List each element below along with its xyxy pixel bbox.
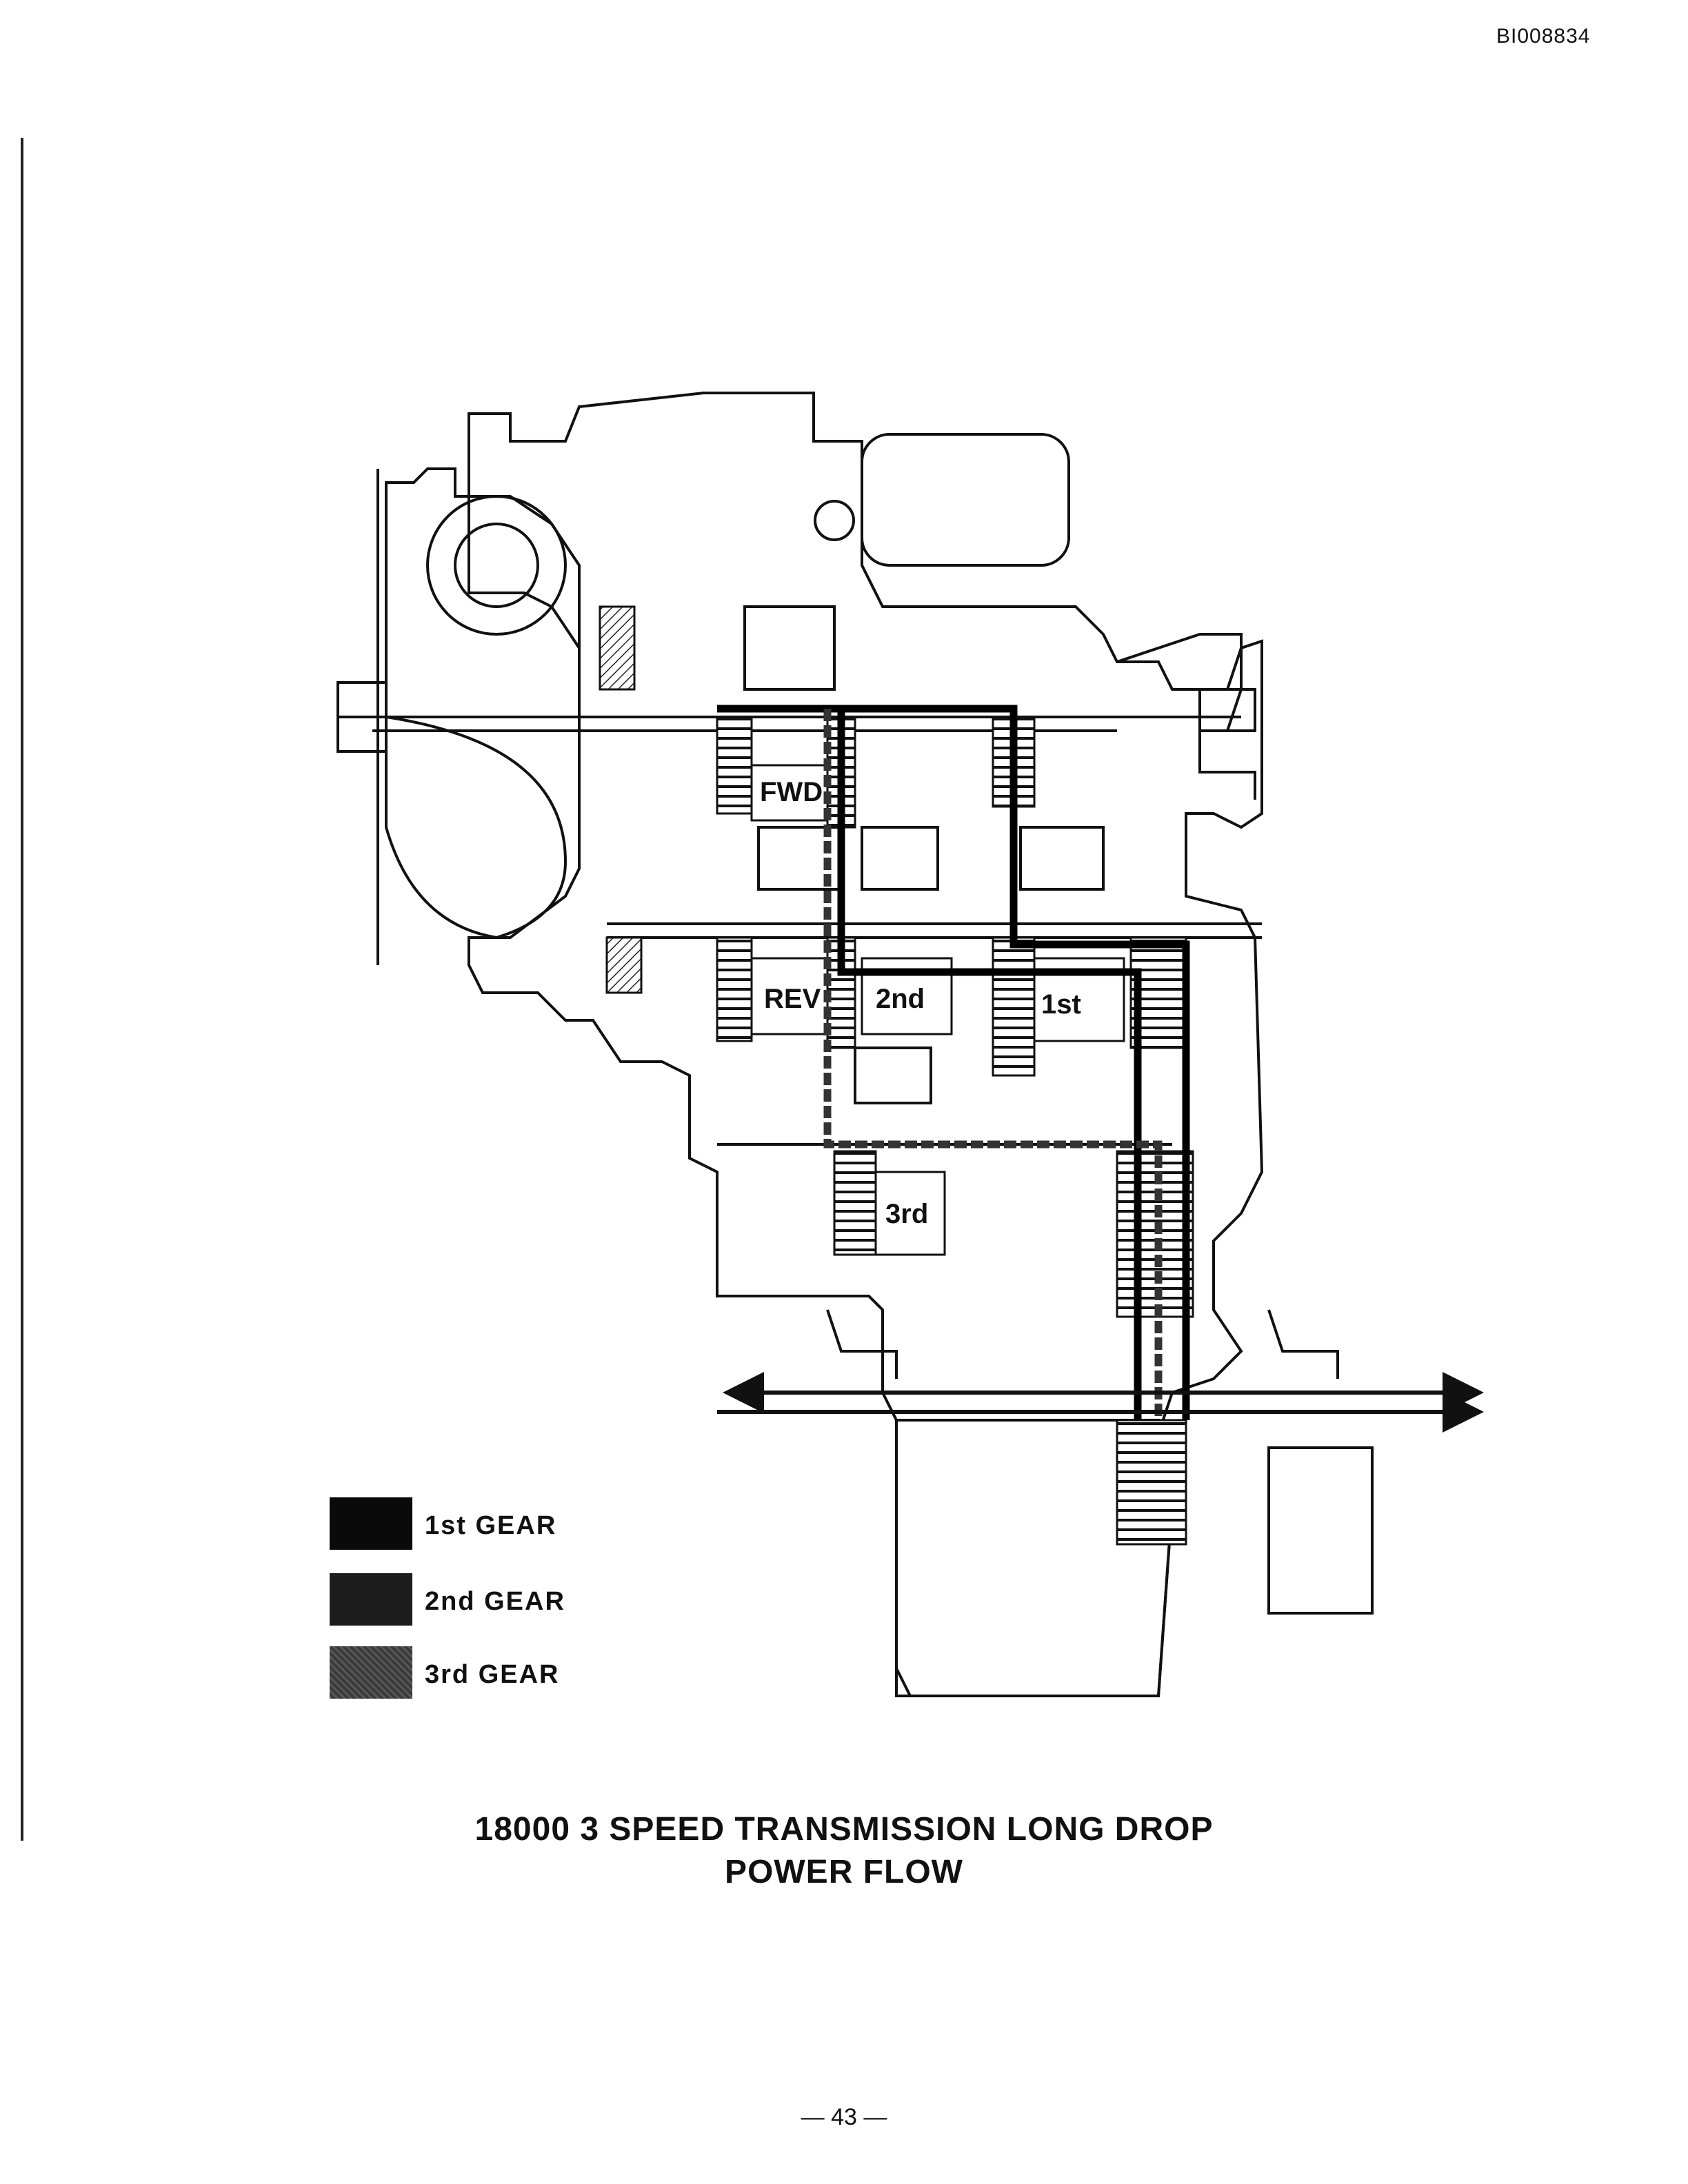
second-label: 2nd (876, 984, 925, 1014)
legend-swatch (330, 1573, 412, 1626)
third-gear-power-flow (823, 709, 1163, 1420)
rev-label: REV (764, 984, 821, 1014)
filter-canister (861, 433, 1070, 567)
third-gear-teeth (833, 1150, 877, 1256)
third-label: 3rd (885, 1199, 928, 1229)
legend-swatch (330, 1646, 412, 1699)
document-id: BI008834 (1496, 25, 1591, 48)
torque-converter-stator (426, 495, 567, 636)
output-cover (1267, 1446, 1374, 1615)
third-gear-box (874, 1171, 946, 1256)
drop-gear-teeth (1116, 1419, 1187, 1546)
figure-caption-line-2: POWER FLOW (725, 1854, 963, 1890)
margin-rule (21, 138, 23, 1841)
first-gear-teeth (992, 936, 1036, 1077)
torque-converter-housing (385, 467, 581, 939)
housing-outline (468, 392, 1264, 1697)
second-gear-power-flow (837, 709, 1142, 1420)
rev-gear-teeth (716, 936, 753, 1042)
legend-label: 1st GEAR (425, 1511, 557, 1540)
first-gear-power-flow (717, 705, 1190, 1420)
fwd-clutch-pack (743, 605, 836, 691)
first-label: 1st (1041, 989, 1081, 1020)
legend-label: 3rd GEAR (425, 1660, 560, 1689)
fwd-gear-teeth (716, 716, 753, 815)
legend-item-first-gear: 1st GEAR (330, 1497, 674, 1553)
page-number: — 43 — (801, 2104, 887, 2130)
legend-item-third-gear: 3rd GEAR (330, 1646, 674, 1701)
legend-swatch (330, 1497, 412, 1550)
fwd-label: FWD (760, 777, 823, 807)
figure-caption-line-1: 18000 3 SPEED TRANSMISSION LONG DROP (474, 1811, 1214, 1848)
legend-label: 2nd GEAR (425, 1587, 565, 1616)
rev-gear-box (750, 957, 829, 1035)
legend-item-second-gear: 2nd GEAR (330, 1573, 674, 1628)
drop-box-housing (895, 1419, 1174, 1697)
